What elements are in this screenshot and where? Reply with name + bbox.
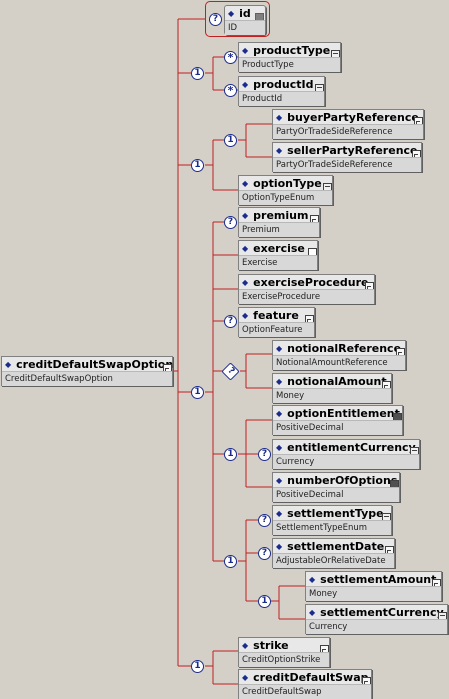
- attributes-group: [205, 1, 270, 37]
- element-name: premium: [242, 209, 308, 222]
- element-type: ProductType: [239, 57, 340, 72]
- element-type: OptionFeature: [239, 322, 314, 337]
- element-numberOfOptions[interactable]: numberOfOptions PositiveDecimal: [272, 472, 400, 502]
- element-name: notionalAmount: [276, 375, 386, 388]
- attribute-id[interactable]: id ID: [224, 5, 266, 35]
- element-type: PositiveDecimal: [273, 487, 399, 502]
- element-entitlementCurrency[interactable]: entitlementCurrency Currency: [272, 439, 420, 469]
- element-type: NotionalAmountReference: [273, 355, 405, 370]
- element-settlementType[interactable]: settlementType SettlementTypeEnum: [272, 505, 392, 535]
- multiplicity-indicator-icon: [224, 51, 237, 64]
- element-settlementCurrency[interactable]: settlementCurrency Currency: [305, 604, 448, 634]
- element-type: AdjustableOrRelativeDate: [273, 553, 394, 568]
- sequence-indicator-icon: [191, 386, 204, 399]
- element-type: CreditDefaultSwap: [239, 684, 371, 699]
- element-name: productId: [242, 78, 313, 91]
- optional-indicator-icon: [258, 547, 271, 560]
- choice-indicator-icon: [258, 595, 271, 608]
- element-type: Money: [306, 586, 441, 601]
- element-feature[interactable]: feature OptionFeature: [238, 307, 315, 337]
- attribute-name: id: [228, 7, 251, 20]
- multiplicity-indicator-icon: [224, 84, 237, 97]
- element-name: entitlementCurrency: [276, 441, 416, 454]
- element-name: notionalReference: [276, 342, 401, 355]
- optional-indicator-icon: [224, 216, 237, 229]
- element-name: sellerPartyReference: [276, 144, 417, 157]
- element-name: optionType: [242, 177, 322, 190]
- element-name: productType: [242, 44, 330, 57]
- sequence-indicator-icon: [191, 159, 204, 172]
- element-type: PositiveDecimal: [273, 420, 402, 435]
- element-name: exercise: [242, 242, 305, 255]
- element-type: Premium: [239, 222, 319, 237]
- element-productId[interactable]: productId ProductId: [238, 76, 325, 106]
- element-type: PartyOrTradeSideReference: [273, 124, 423, 139]
- element-productType[interactable]: productType ProductType: [238, 42, 341, 72]
- element-name: exerciseProcedure: [242, 276, 368, 289]
- sequence-indicator-icon: [224, 448, 237, 461]
- element-buyerPartyReference[interactable]: buyerPartyReference PartyOrTradeSideRefe…: [272, 109, 424, 139]
- element-type: Currency: [273, 454, 419, 469]
- sequence-indicator-icon: [224, 555, 237, 568]
- element-optionEntitlement[interactable]: optionEntitlement PositiveDecimal: [272, 405, 403, 435]
- element-type: Money: [273, 388, 391, 403]
- choice-indicator-icon: [191, 660, 204, 673]
- element-type: Currency: [306, 619, 447, 634]
- element-sellerPartyReference[interactable]: sellerPartyReference PartyOrTradeSideRef…: [272, 142, 422, 172]
- element-name: settlementCurrency: [309, 606, 444, 619]
- element-type: Exercise: [239, 255, 317, 270]
- element-type: CreditOptionStrike: [239, 652, 329, 667]
- root-element-creditDefaultSwapOption[interactable]: creditDefaultSwapOption CreditDefaultSwa…: [1, 356, 173, 386]
- attribute-type: ID: [225, 20, 265, 35]
- optional-indicator-icon: [258, 448, 271, 461]
- element-settlementDate[interactable]: settlementDate AdjustableOrRelativeDate: [272, 538, 395, 568]
- element-name: creditDefaultSwap: [242, 671, 368, 684]
- element-type: SettlementTypeEnum: [273, 520, 391, 535]
- element-name: numberOfOptions: [276, 474, 397, 487]
- optional-indicator-icon: [209, 13, 222, 26]
- element-name: feature: [242, 309, 299, 322]
- element-type: ProductId: [239, 91, 324, 106]
- element-type: PartyOrTradeSideReference: [273, 157, 421, 172]
- optional-indicator-icon: [258, 514, 271, 527]
- element-exerciseProcedure[interactable]: exerciseProcedure ExerciseProcedure: [238, 274, 375, 304]
- element-type: ExerciseProcedure: [239, 289, 374, 304]
- element-strike[interactable]: strike CreditOptionStrike: [238, 637, 330, 667]
- root-element-type: CreditDefaultSwapOption: [2, 371, 172, 386]
- element-name: optionEntitlement: [276, 407, 400, 420]
- element-notionalReference[interactable]: notionalReference NotionalAmountReferenc…: [272, 340, 406, 370]
- choice-indicator-icon: [224, 134, 237, 147]
- sequence-indicator-icon: [191, 67, 204, 80]
- element-name: buyerPartyReference: [276, 111, 419, 124]
- element-optionType[interactable]: optionType OptionTypeEnum: [238, 175, 333, 205]
- optional-indicator-icon: [224, 315, 237, 328]
- element-exercise[interactable]: exercise Exercise: [238, 240, 318, 270]
- element-name: settlementDate: [276, 540, 384, 553]
- element-creditDefaultSwap[interactable]: creditDefaultSwap CreditDefaultSwap: [238, 669, 372, 699]
- element-premium[interactable]: premium Premium: [238, 207, 320, 237]
- root-element-name: creditDefaultSwapOption: [5, 358, 173, 371]
- element-name: strike: [242, 639, 288, 652]
- element-type: OptionTypeEnum: [239, 190, 332, 205]
- element-notionalAmount[interactable]: notionalAmount Money: [272, 373, 392, 403]
- element-name: settlementAmount: [309, 573, 436, 586]
- element-settlementAmount[interactable]: settlementAmount Money: [305, 571, 442, 601]
- element-name: settlementType: [276, 507, 383, 520]
